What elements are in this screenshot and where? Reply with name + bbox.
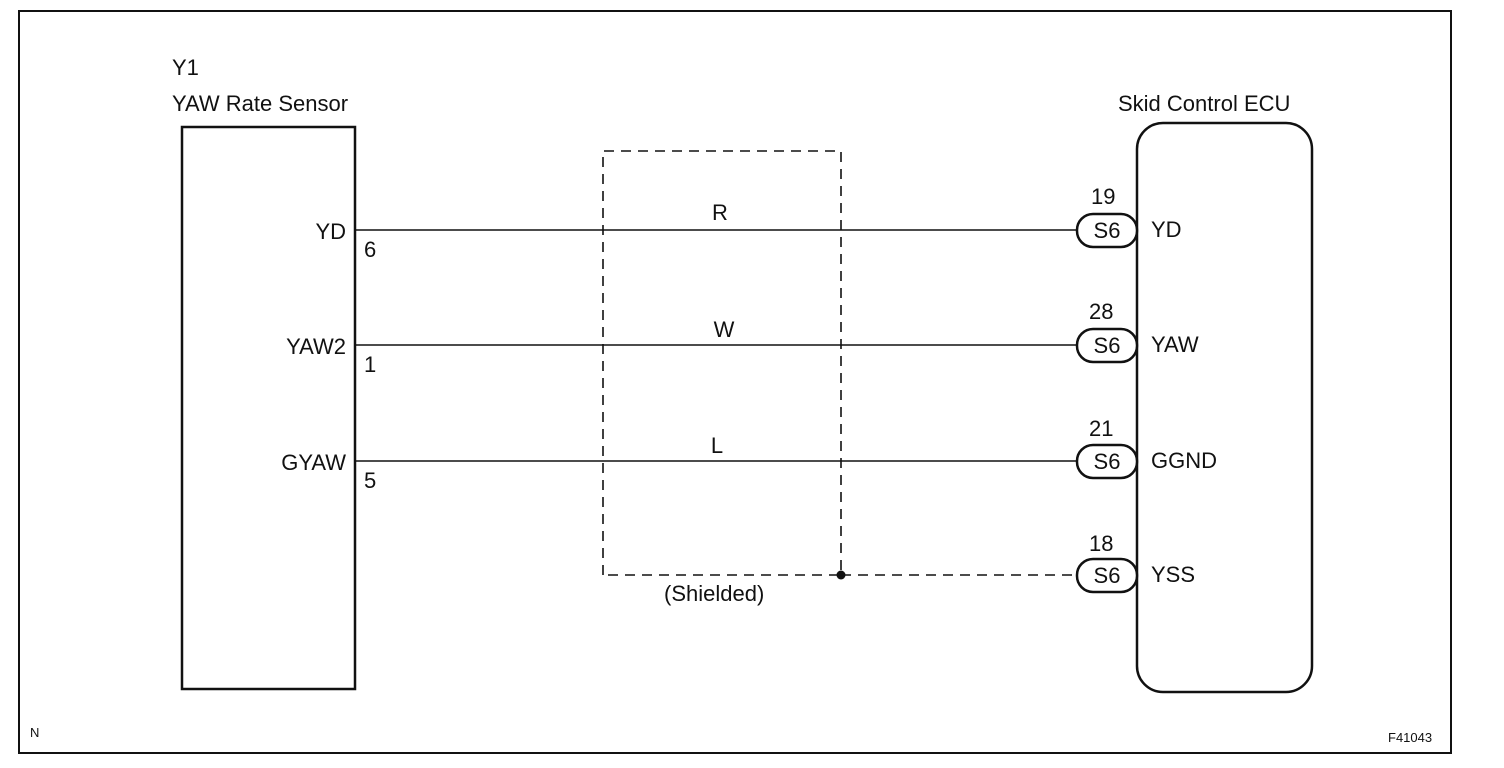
sensor-box	[180, 125, 357, 691]
ecu-connector-yd: S6	[1093, 218, 1121, 243]
sensor-pin-number-gyaw: 5	[364, 468, 377, 493]
shield-box	[602, 150, 842, 576]
ecu-name: Skid Control ECU	[1118, 91, 1291, 116]
corner-label-left: N	[30, 725, 40, 740]
wire-color-l: L	[710, 433, 724, 458]
ecu-pin-number-ggnd: 21	[1089, 416, 1114, 441]
connector-capsule	[1075, 327, 1139, 364]
ecu-box	[1135, 121, 1314, 694]
connector-capsule	[1075, 557, 1139, 594]
sensor-pin-number-yd: 6	[364, 237, 377, 262]
sensor-pin-label-yaw2: YAW2	[286, 334, 346, 359]
diagram-frame	[18, 10, 1452, 754]
sensor-pin-number-yaw2: 1	[364, 352, 377, 377]
ecu-pin-label-yss: YSS	[1151, 562, 1196, 587]
sensor-name: YAW Rate Sensor	[172, 91, 349, 116]
wire-color-w: W	[713, 317, 735, 342]
sensor-pin-label-yd: YD	[315, 219, 346, 244]
ecu-pin-number-yss: 18	[1089, 531, 1114, 556]
ecu-pin-label-yd: YD	[1151, 217, 1182, 242]
ecu-connector-yss: S6	[1093, 563, 1121, 588]
sensor-pin-label-gyaw: GYAW	[281, 450, 346, 475]
wire-color-r: R	[712, 200, 728, 225]
ecu-connector-yaw: S6	[1093, 333, 1121, 358]
shield-junction-dot	[836, 570, 846, 580]
connector-capsule	[1075, 212, 1139, 249]
shield-label: (Shielded)	[664, 581, 765, 606]
ecu-pin-label-yaw: YAW	[1151, 332, 1199, 357]
figure-code: F41043	[1388, 730, 1433, 745]
ecu-pin-label-ggnd: GGND	[1151, 448, 1217, 473]
ecu-pin-number-yd: 19	[1091, 184, 1116, 209]
ecu-connector-ggnd: S6	[1093, 449, 1121, 474]
ecu-pin-number-yaw: 28	[1089, 299, 1114, 324]
sensor-id: Y1	[172, 55, 199, 80]
connector-capsule	[1075, 443, 1139, 480]
